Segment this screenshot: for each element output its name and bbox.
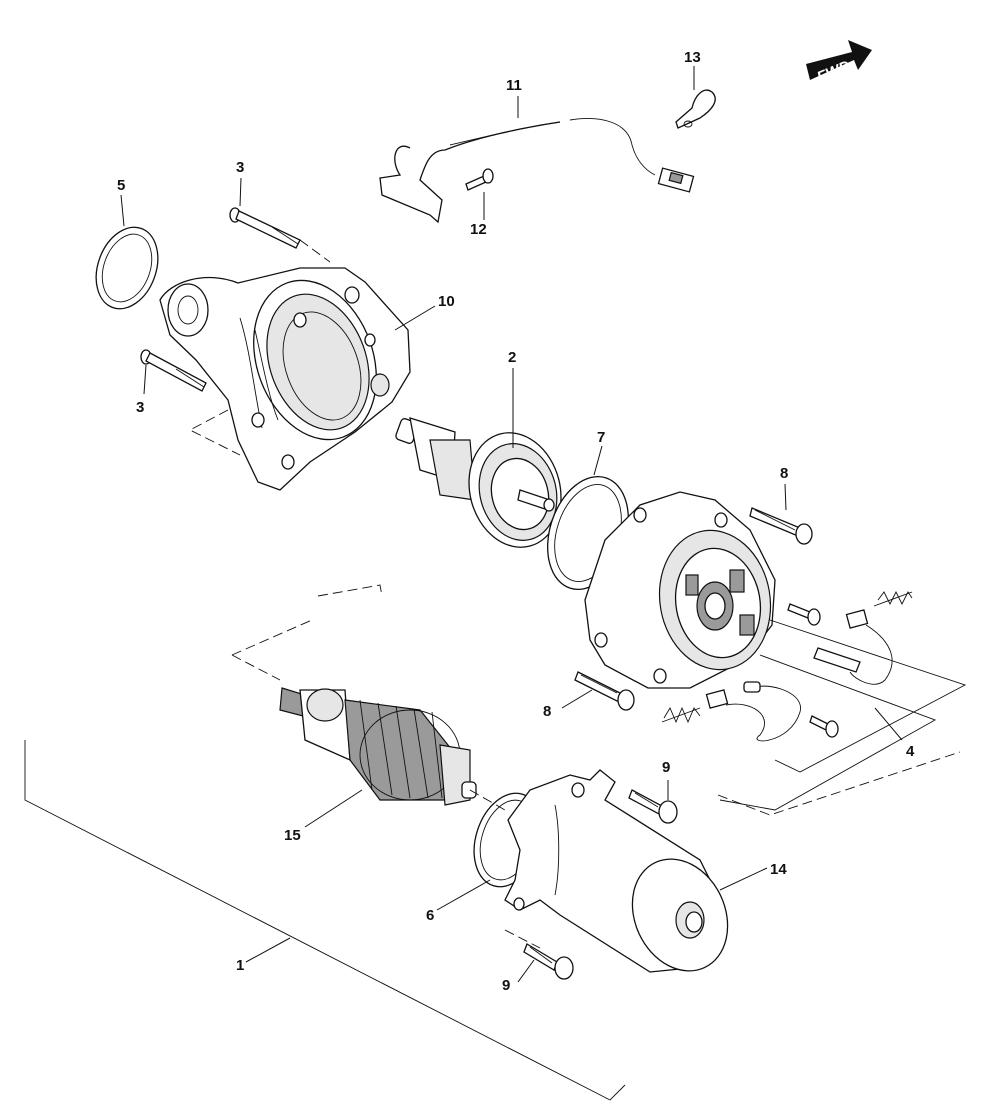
callout-5: 5 — [117, 177, 125, 194]
callout-12: 12 — [470, 221, 487, 238]
harness-bolt-part — [465, 168, 494, 191]
callout-4: 4 — [906, 743, 915, 760]
callout-3b: 3 — [136, 399, 144, 416]
assembly-bracket-line — [24, 740, 626, 1101]
wire-clamp-part — [675, 89, 716, 129]
callout-2: 2 — [508, 349, 516, 366]
rear-bolt-lower-part — [574, 671, 635, 711]
callout-8b: 8 — [543, 703, 551, 720]
brush-screw-lower-part — [809, 715, 839, 738]
yoke-bolt-upper-part — [628, 789, 678, 824]
fwd-arrow-icon: FWD — [806, 40, 872, 86]
callout-9b: 9 — [502, 977, 510, 994]
o-ring-part — [95, 226, 159, 310]
callout-1: 1 — [236, 957, 244, 974]
callout-10: 10 — [438, 293, 455, 310]
brush-spring-upper-part — [813, 590, 913, 685]
callout-15: 15 — [284, 827, 301, 844]
brush-spring-lower-part — [661, 681, 801, 742]
starter-drive-gear-part — [395, 417, 562, 548]
callout-13: 13 — [684, 49, 701, 66]
brush-screw-upper-part — [787, 603, 821, 626]
callout-6: 6 — [426, 907, 434, 924]
rear-cover-part — [584, 491, 776, 689]
callout-11: 11 — [506, 77, 522, 94]
yoke-bolt-lower-part — [523, 943, 574, 980]
callout-8a: 8 — [780, 465, 788, 482]
callout-9a: 9 — [662, 759, 670, 776]
leader-lines — [120, 66, 903, 983]
callout-14: 14 — [770, 861, 787, 878]
callout-3a: 3 — [236, 159, 244, 176]
long-bolt-upper-part — [229, 207, 301, 249]
front-bracket-housing-part — [159, 267, 411, 491]
wire-harness-part — [379, 118, 695, 224]
long-bolt-lower-part — [140, 349, 207, 392]
motor-yoke-housing-part — [504, 769, 729, 973]
rear-bolt-upper-part — [749, 507, 813, 545]
armature-part — [279, 687, 477, 806]
callout-7: 7 — [597, 429, 605, 446]
